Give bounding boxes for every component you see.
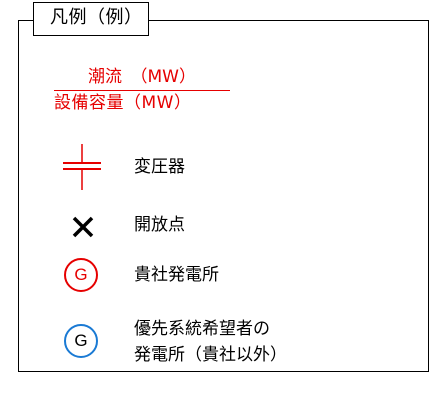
transformer-label: 変圧器: [134, 157, 185, 177]
transformer-icon: [63, 144, 101, 190]
legend-frame: [18, 20, 429, 372]
open-point-label: 開放点: [134, 215, 185, 235]
priority-power-station-label-line2: 発電所（貴社以外）: [134, 345, 287, 365]
open-point-x-icon: [72, 216, 94, 238]
flow-label: 潮流 （MW）: [54, 66, 230, 91]
priority-power-station-g-icon: G: [64, 324, 98, 358]
own-power-station-label: 貴社発電所: [134, 265, 219, 285]
priority-power-station-label-line1: 優先系統希望者の: [134, 319, 270, 339]
capacity-label: 設備容量（MW）: [54, 93, 192, 113]
legend-title: 凡例（例）: [33, 2, 149, 36]
own-power-station-g-icon: G: [64, 258, 98, 292]
